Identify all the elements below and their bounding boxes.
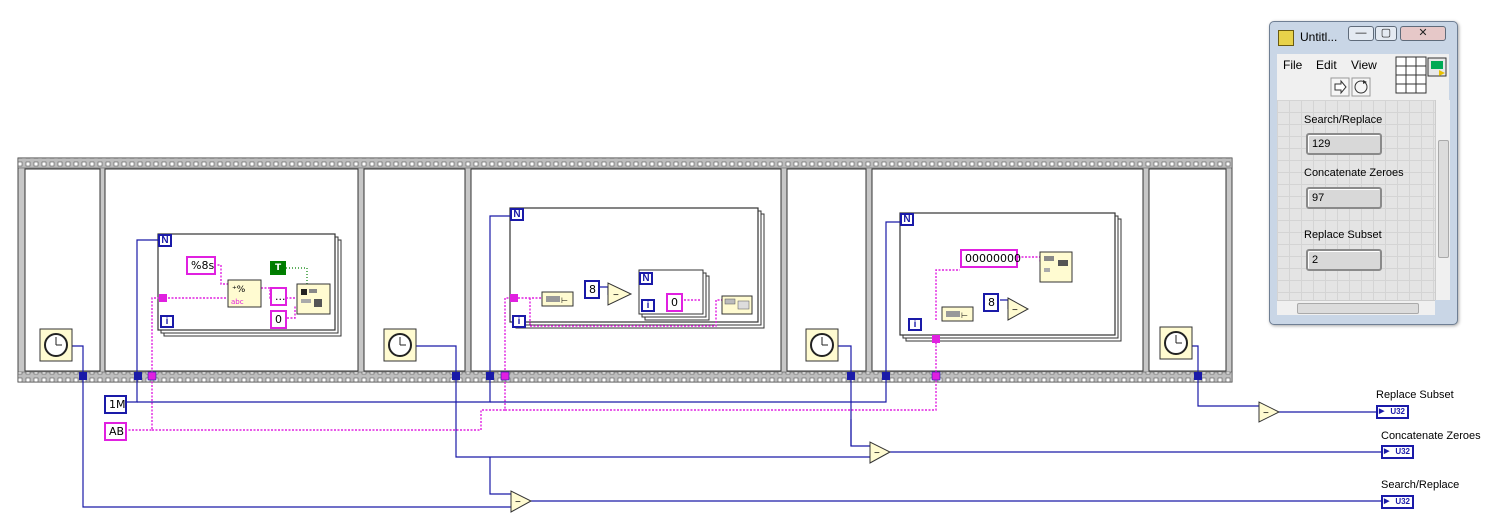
loop-count-terminal[interactable]: N: [639, 272, 653, 285]
svg-text:−: −: [1012, 305, 1018, 316]
indicator-label: Search/Replace: [1304, 114, 1383, 126]
subtract-node[interactable]: −: [1007, 297, 1030, 321]
loop-index-terminal[interactable]: i: [641, 299, 655, 312]
window-title: Untitl...: [1300, 30, 1338, 44]
integer-wires: [70, 215, 1381, 508]
svg-text:−: −: [874, 448, 880, 459]
toolbar: [1330, 77, 1371, 97]
labview-vi-icon: [1278, 30, 1294, 46]
string-length-node[interactable]: ⊢: [541, 291, 574, 307]
subtract-node[interactable]: −: [510, 490, 533, 513]
scrollbar-thumb[interactable]: [1297, 303, 1419, 314]
scrollbar-thumb[interactable]: [1438, 140, 1449, 258]
loop-index-terminal[interactable]: i: [512, 315, 526, 328]
menu-view[interactable]: View: [1351, 58, 1377, 72]
empty-string-constant[interactable]: ...: [270, 287, 287, 306]
search-replace-numeric-indicator[interactable]: 129: [1306, 133, 1382, 155]
svg-text:⊢: ⊢: [561, 296, 568, 305]
svg-text:−: −: [613, 290, 619, 301]
concatenate-zeroes-numeric-indicator[interactable]: 97: [1306, 187, 1382, 209]
vertical-scrollbar[interactable]: [1435, 100, 1450, 300]
subtract-node[interactable]: −: [869, 441, 892, 464]
tick-count-icon[interactable]: [39, 328, 73, 362]
iterations-constant[interactable]: 1M: [104, 395, 127, 414]
replace-subset-indicator[interactable]: U32: [1376, 405, 1409, 419]
close-button[interactable]: ✕: [1400, 26, 1446, 41]
indicator-value: 2: [1312, 254, 1319, 266]
maximize-button[interactable]: ▢: [1375, 26, 1397, 41]
tick-count-icon[interactable]: [805, 328, 839, 362]
svg-text:abc: abc: [231, 298, 244, 306]
indicator-label: Concatenate Zeroes: [1304, 167, 1404, 179]
indicator-label: Replace Subset: [1304, 229, 1382, 241]
zeros-string-constant[interactable]: 00000000: [960, 249, 1021, 268]
loop-count-terminal[interactable]: N: [900, 213, 914, 226]
indicator-value: 129: [1312, 138, 1331, 150]
format-into-string-node[interactable]: ⁺% abc: [227, 279, 262, 308]
front-panel-window[interactable]: Untitl... — ▢ ✕ File Edit View Search/Re…: [1269, 21, 1458, 325]
tunnels: [79, 294, 1202, 381]
zero-constant[interactable]: 0: [270, 310, 287, 329]
subtract-node[interactable]: −: [1258, 401, 1281, 423]
zero-constant[interactable]: 0: [666, 293, 683, 312]
connector-pane-icon[interactable]: [1395, 56, 1447, 96]
tick-count-icon[interactable]: [383, 328, 417, 362]
indicator-value: 97: [1312, 192, 1325, 204]
svg-text:−: −: [515, 497, 521, 508]
menu-edit[interactable]: Edit: [1316, 58, 1337, 72]
loop-count-terminal[interactable]: N: [510, 208, 524, 221]
horizontal-scrollbar[interactable]: [1277, 300, 1435, 315]
search-replace-indicator[interactable]: U32: [1381, 495, 1414, 509]
loop-index-terminal[interactable]: i: [160, 315, 174, 328]
boolean-wire: [286, 267, 308, 284]
replace-subset-label: Replace Subset: [1376, 389, 1454, 401]
eight-constant[interactable]: 8: [584, 280, 600, 299]
search-replace-node[interactable]: [296, 283, 331, 315]
svg-text:⁺%: ⁺%: [232, 285, 246, 295]
loop-count-terminal[interactable]: N: [158, 234, 172, 247]
tick-count-icon[interactable]: [1159, 326, 1193, 360]
replace-subset-numeric-indicator[interactable]: 2: [1306, 249, 1382, 271]
replace-substring-node[interactable]: [1039, 251, 1073, 283]
concatenate-strings-node[interactable]: [721, 295, 753, 315]
string-constant[interactable]: AB: [104, 422, 127, 441]
svg-text:−: −: [1263, 408, 1269, 419]
svg-text:⊢: ⊢: [961, 311, 968, 320]
menu-file[interactable]: File: [1283, 58, 1303, 72]
concatenate-zeroes-label: Concatenate Zeroes: [1381, 430, 1481, 442]
true-constant[interactable]: T: [270, 261, 286, 275]
format-string-constant[interactable]: %8s: [186, 256, 216, 275]
search-replace-label: Search/Replace: [1381, 479, 1460, 491]
front-panel[interactable]: Search/Replace 129 Concatenate Zeroes 97…: [1277, 100, 1435, 300]
subtract-node[interactable]: −: [607, 282, 633, 306]
for-loop-3[interactable]: [899, 212, 1122, 342]
minimize-button[interactable]: —: [1348, 26, 1374, 41]
string-length-node[interactable]: ⊢: [941, 306, 974, 322]
loop-index-terminal[interactable]: i: [908, 318, 922, 331]
eight-constant[interactable]: 8: [983, 293, 999, 312]
concatenate-zeroes-indicator[interactable]: U32: [1381, 445, 1414, 459]
